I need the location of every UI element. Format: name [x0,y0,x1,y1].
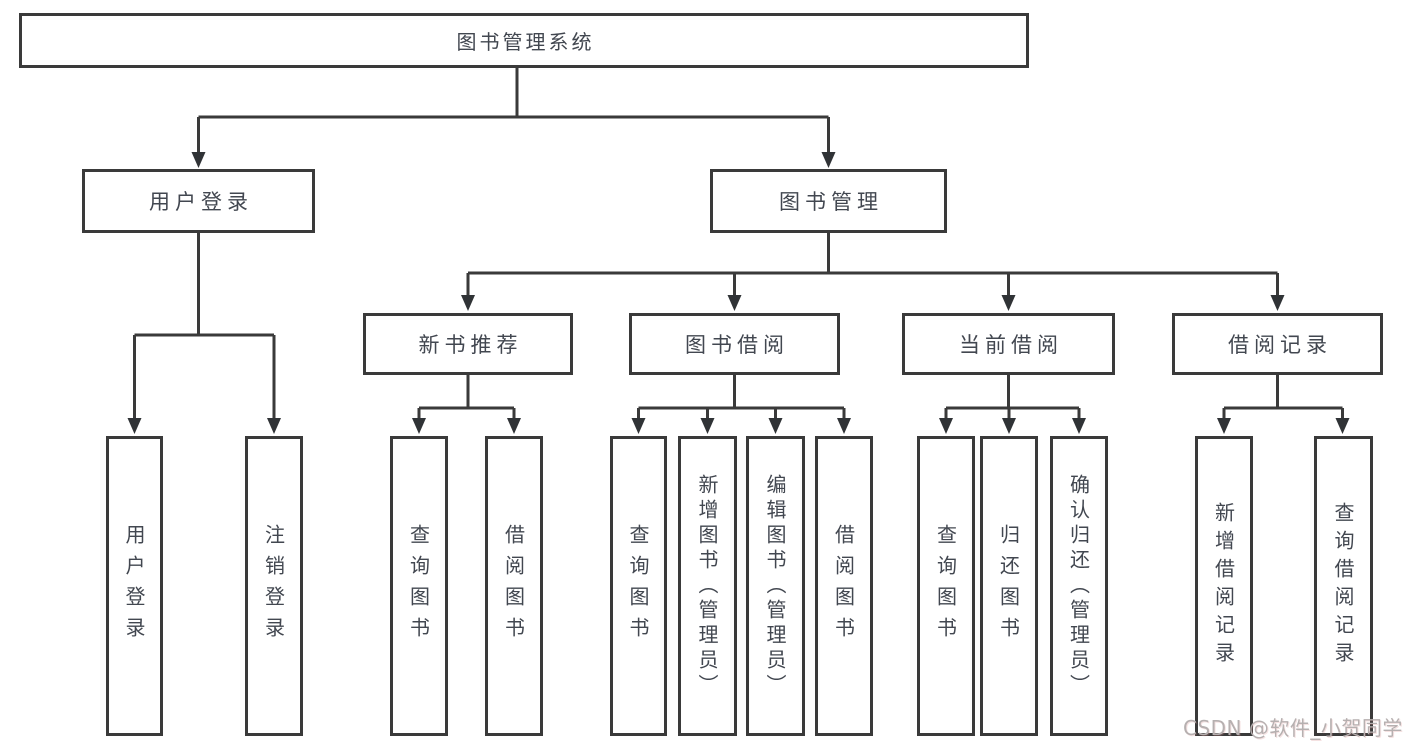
node-borrow-records: 借阅记录 [1172,313,1383,375]
connector-root-to-level2 [191,68,836,168]
leaf-logout: 注销登录 [245,436,303,736]
connector-book-borrow-to-leaves [631,375,851,434]
node-new-book-recommend: 新书推荐 [363,313,573,375]
leaf-current-query-books: 查询图书 [917,436,975,736]
leaf-current-return-books: 归还图书 [980,436,1038,736]
connector-new-book-to-leaves [412,375,521,434]
connector-book-management-to-level3 [461,233,1285,311]
leaf-current-confirm-return-admin: 确认归还（管理员） [1050,436,1108,736]
csdn-watermark: CSDN @软件_小贺同学 [1183,716,1403,740]
connector-current-borrow-to-leaves [939,375,1086,434]
connector-borrow-records-to-leaves [1217,375,1350,434]
node-current-borrow: 当前借阅 [902,313,1115,375]
leaf-newbook-borrow-books: 借阅图书 [485,436,543,736]
node-book-borrow: 图书借阅 [629,313,840,375]
leaf-borrow-borrow-books: 借阅图书 [815,436,873,736]
leaf-newbook-query-books: 查询图书 [390,436,448,736]
leaf-borrow-edit-books-admin: 编辑图书（管理员） [746,436,805,736]
leaf-records-query-record: 查询借阅记录 [1314,436,1373,736]
node-user-login: 用户登录 [82,169,315,233]
leaf-records-add-record: 新增借阅记录 [1195,436,1253,736]
leaf-borrow-query-books: 查询图书 [610,436,667,736]
leaf-user-login: 用户登录 [106,436,163,736]
connector-user-login-to-leaves [127,233,281,434]
leaf-borrow-add-books-admin: 新增图书（管理员） [678,436,737,736]
node-book-management: 图书管理 [710,169,947,233]
node-root-library-system: 图书管理系统 [19,13,1029,68]
